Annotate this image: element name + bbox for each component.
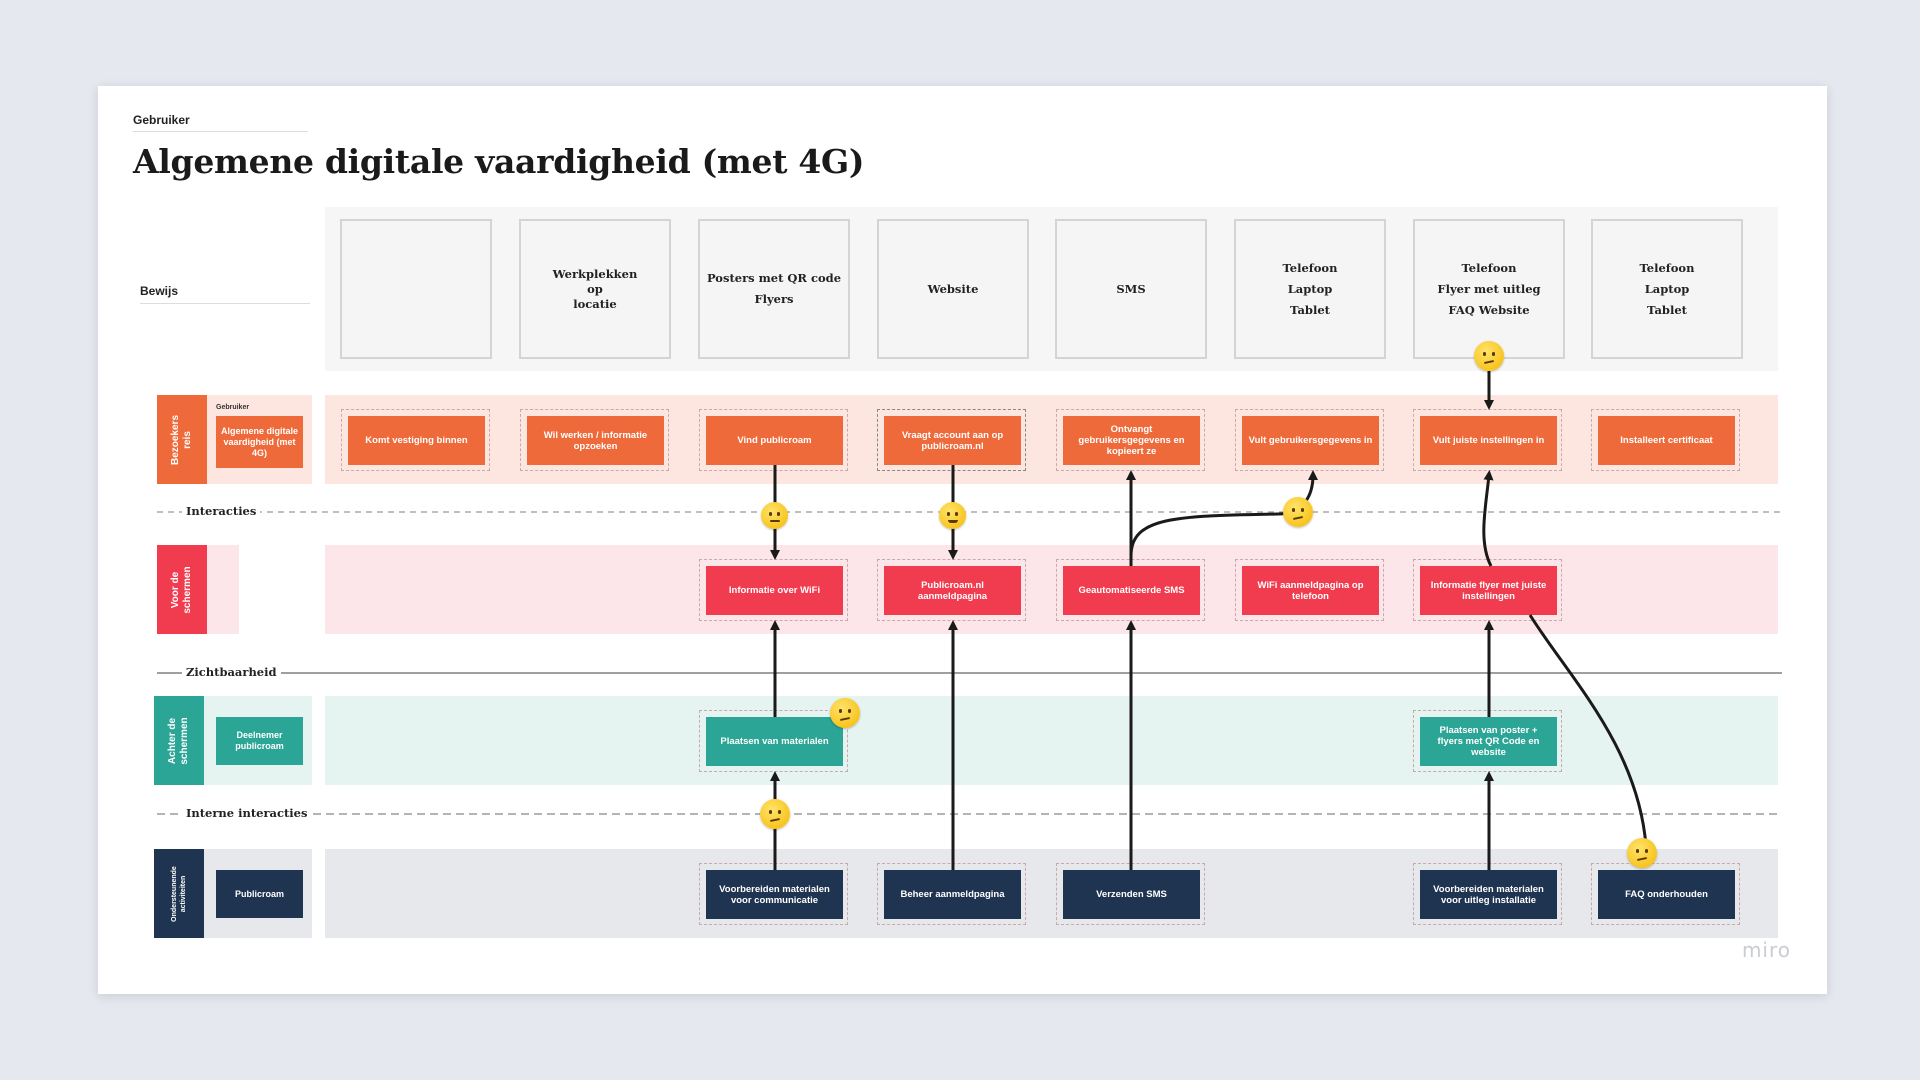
frontstage-card-3[interactable]: Geautomatiseerde SMS [1063, 566, 1200, 615]
evidence-card-3[interactable]: Posters met QR code Flyers [698, 219, 850, 359]
support-side-label-text: Ondersteunende activiteiten [171, 865, 187, 922]
backstage-card-2[interactable]: Plaatsen van poster + flyers met QR Code… [1420, 717, 1557, 766]
evidence-card-6[interactable]: Telefoon Laptop Tablet [1234, 219, 1386, 359]
internal-interactions-label: Interne interacties [182, 806, 312, 820]
evidence-card-4[interactable]: Website [877, 219, 1029, 359]
confused-face-icon [1283, 497, 1313, 527]
evidence-card-5[interactable]: SMS [1055, 219, 1207, 359]
evidence-card-7[interactable]: Telefoon Flyer met uitleg FAQ Website [1413, 219, 1565, 359]
journey-card-1-wrap [341, 409, 490, 471]
journey-card-4[interactable]: Vraagt account aan op publicroam.nl [884, 416, 1021, 465]
confused-face-icon [760, 799, 790, 829]
confused-face-icon [1627, 838, 1657, 868]
support-card-2[interactable]: Beheer aanmeldpagina [884, 870, 1021, 919]
support-card-3[interactable]: Verzenden SMS [1063, 870, 1200, 919]
journey-card-5[interactable]: Ontvangt gebruikersgegevens en kopieert … [1063, 416, 1200, 465]
journey-card-6[interactable]: Vult gebruikersgegevens in [1242, 416, 1379, 465]
frontstage-card-4-wrap [1235, 559, 1384, 621]
evidence-card-2[interactable]: Werkplekken op locatie [519, 219, 671, 359]
persona-small-label: Gebruiker [216, 404, 250, 411]
support-card-1[interactable]: Voorbereiden materialen voor communicati… [706, 870, 843, 919]
frontstage-card-2[interactable]: Publicroam.nl aanmeldpagina [884, 566, 1021, 615]
slight-smile-icon [939, 502, 966, 529]
journey-card-7[interactable]: Vult juiste instellingen in [1420, 416, 1557, 465]
evidence-divider [140, 303, 310, 304]
evidence-label: Bewijs [140, 284, 179, 298]
frontstage-card-4[interactable]: WiFi aanmeldpagina op telefoon [1242, 566, 1379, 615]
support-card-5[interactable]: FAQ onderhouden [1598, 870, 1735, 919]
header-divider [133, 131, 308, 132]
visibility-line [157, 672, 1782, 674]
journey-card-2-wrap [520, 409, 669, 471]
journey-card-3[interactable]: Vind publicroam [706, 416, 843, 465]
journey-side-label-text: Bezoekers reis [170, 414, 193, 465]
backstage-actor-card[interactable]: Deelnemer publicroam [216, 717, 303, 765]
support-card-4[interactable]: Voorbereiden materialen voor uitleg inst… [1420, 870, 1557, 919]
backstage-side-label-text: Achter de schermen [167, 716, 190, 765]
journey-card-2[interactable]: Wil werken / informatie opzoeken [527, 416, 664, 465]
page-title: Algemene digitale vaardigheid (met 4G) [133, 142, 865, 181]
journey-card-8-wrap [1591, 409, 1740, 471]
neutral-face-icon [761, 502, 788, 529]
journey-card-1[interactable]: Komt vestiging binnen [348, 416, 485, 465]
journey-side-label: Bezoekers reis [157, 395, 207, 484]
support-side-label: Ondersteunende activiteiten [154, 849, 204, 938]
support-card-5-wrap [1591, 863, 1740, 925]
frontstage-side-label: Voor de schermen [157, 545, 207, 634]
frontstage-card-1[interactable]: Informatie over WiFi [706, 566, 843, 615]
journey-card-8[interactable]: Installeert certificaat [1598, 416, 1735, 465]
interactions-label: Interacties [182, 504, 261, 518]
evidence-card-1[interactable] [340, 219, 492, 359]
persona-card[interactable]: Algemene digitale vaardigheid (met 4G) [216, 416, 303, 468]
evidence-card-8[interactable]: Telefoon Laptop Tablet [1591, 219, 1743, 359]
confused-face-icon [830, 698, 860, 728]
miro-watermark: miro [1741, 938, 1791, 962]
backstage-card-1[interactable]: Plaatsen van materialen [706, 717, 843, 766]
interactions-line [157, 511, 1782, 513]
frontstage-card-5[interactable]: Informatie flyer met juiste instellingen [1420, 566, 1557, 615]
internal-interactions-line [157, 813, 1782, 815]
neutral-face-icon [1474, 341, 1504, 371]
frontstage-side-label-text: Voor de schermen [170, 565, 193, 614]
visibility-label: Zichtbaarheid [182, 665, 281, 679]
backstage-side-label: Achter de schermen [154, 696, 204, 785]
persona-label: Gebruiker [133, 113, 190, 127]
board: Gebruiker Algemene digitale vaardigheid … [98, 86, 1827, 994]
support-actor-card[interactable]: Publicroam [216, 870, 303, 918]
